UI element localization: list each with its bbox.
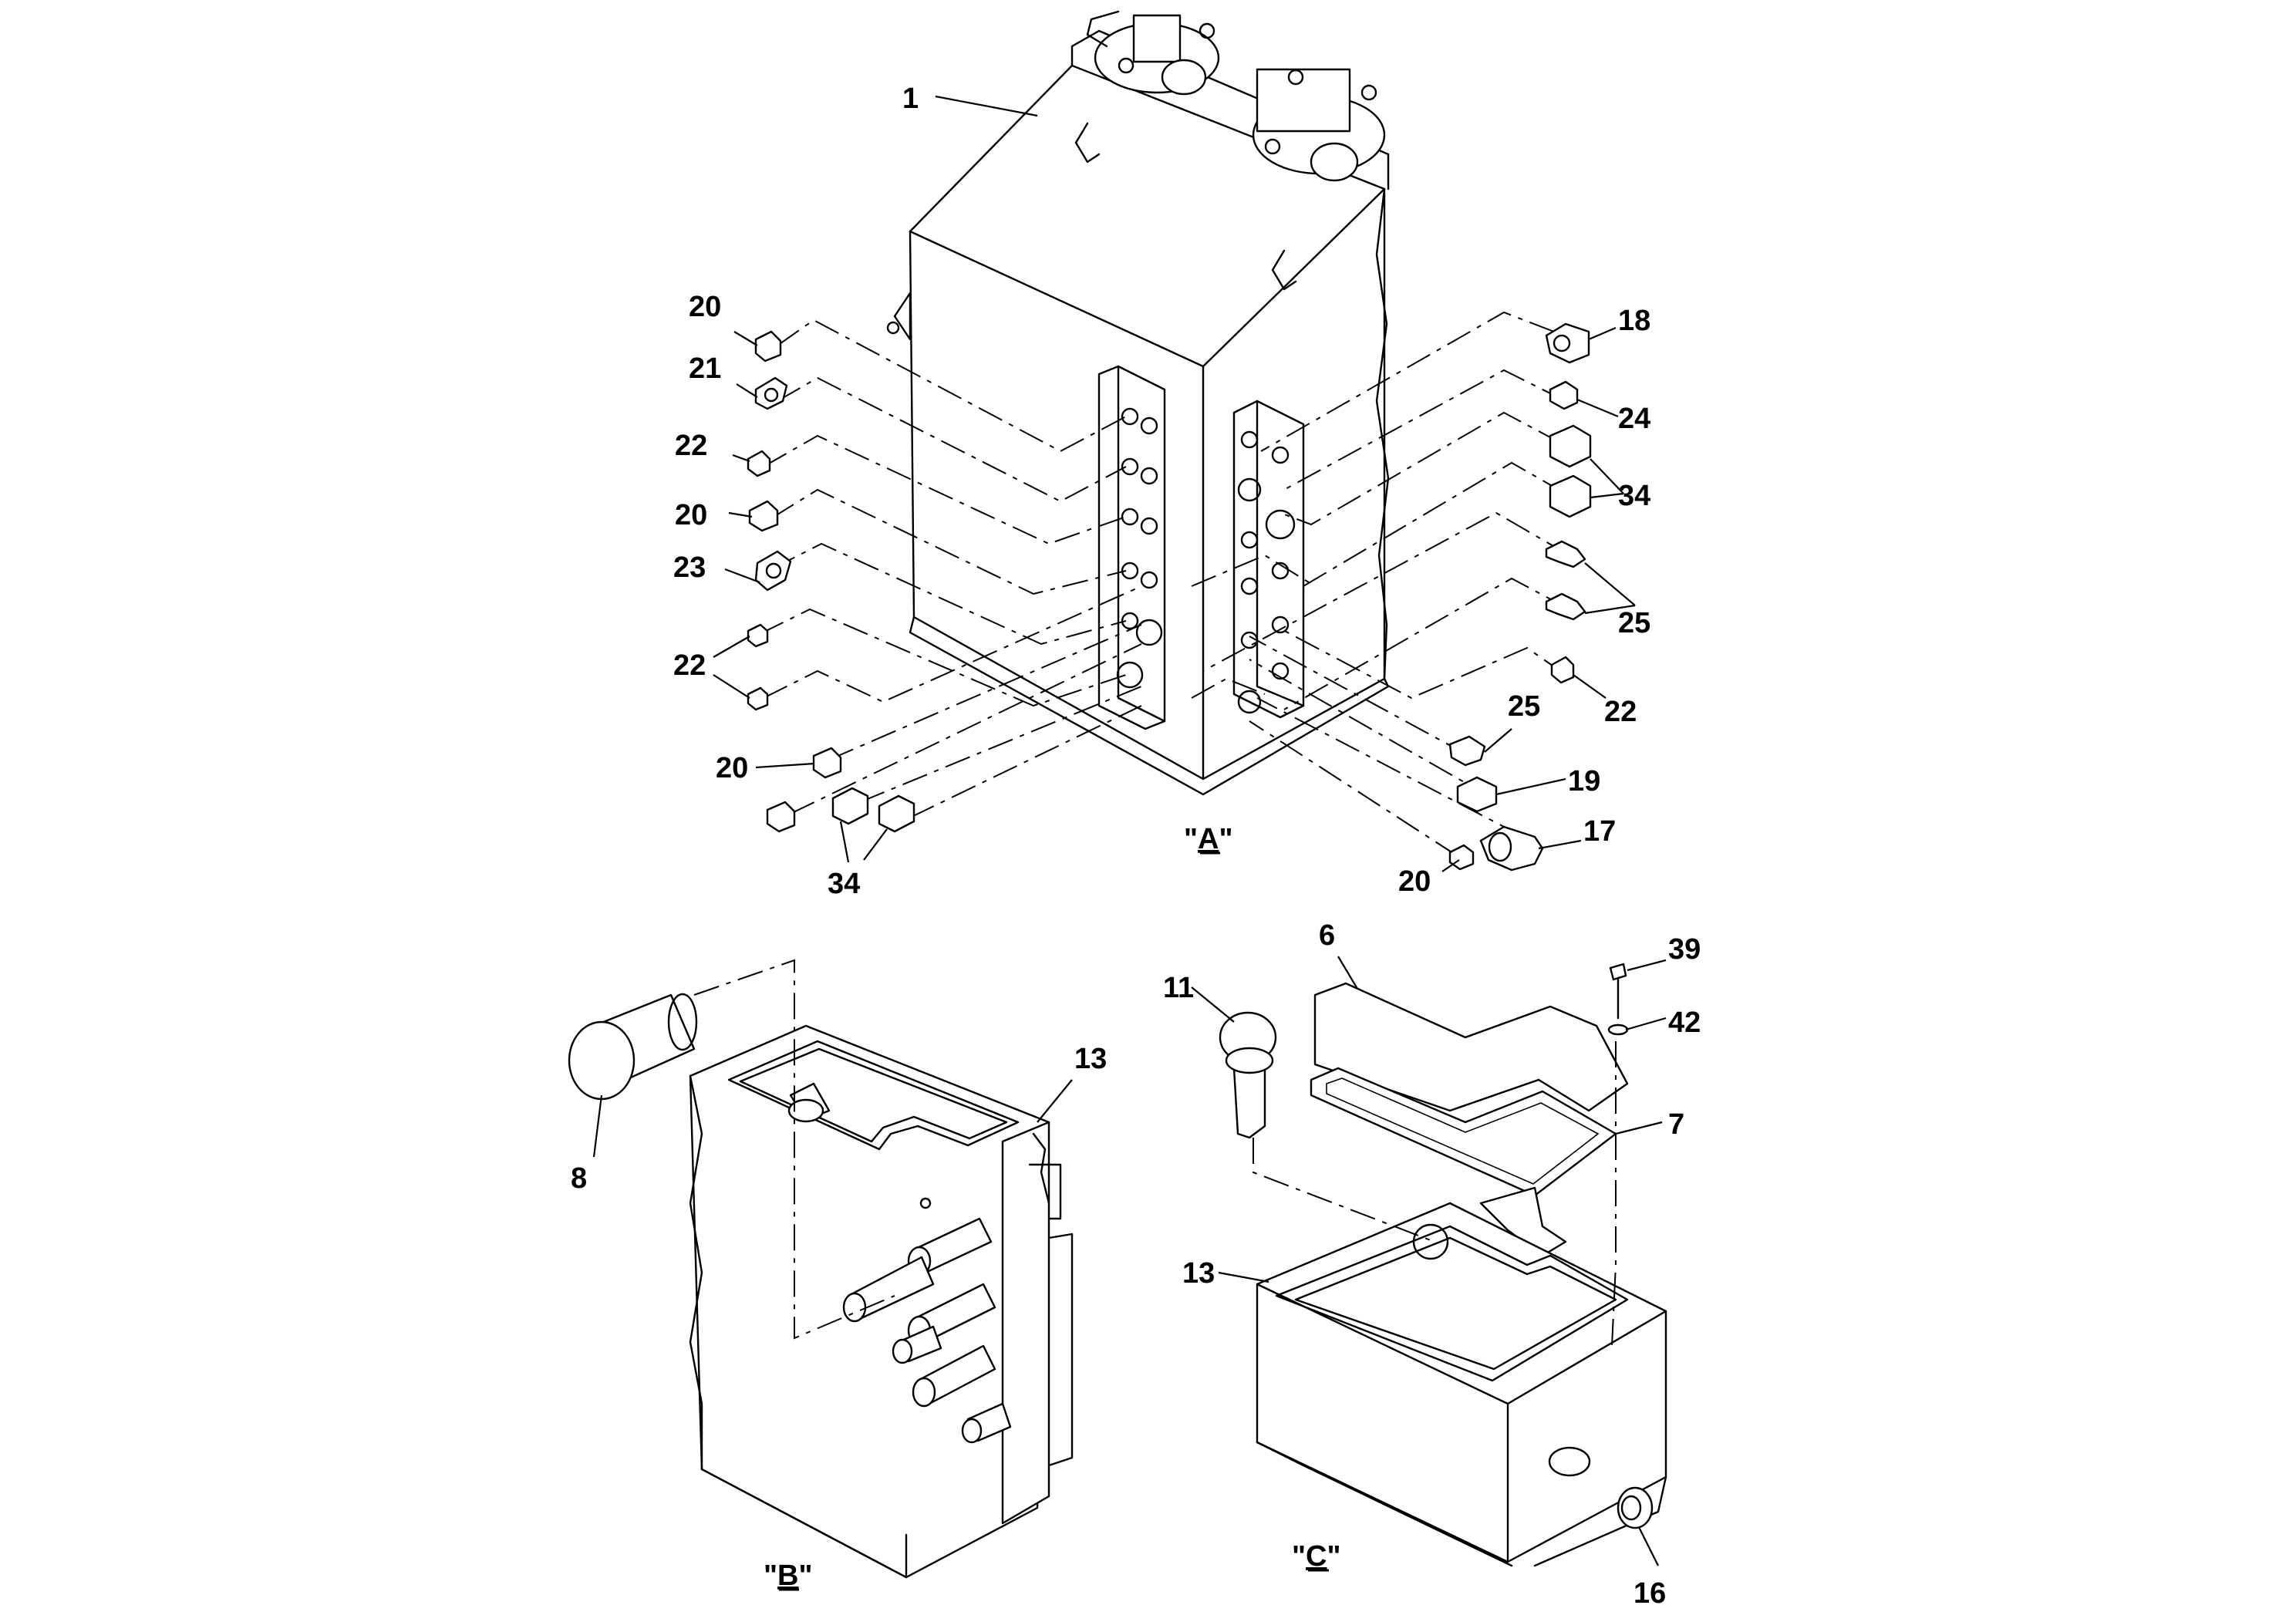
- fitting-plug-22-b: [747, 623, 769, 648]
- fitting-plug-34-left-a: [831, 787, 869, 825]
- fitting-adapter-19: [1456, 776, 1498, 813]
- fitting-plug-34-right-b: [1549, 474, 1592, 518]
- fitting-plug-34-left-b: [878, 794, 915, 833]
- view-label-b: "B": [764, 1560, 813, 1592]
- callout-22: 22: [675, 430, 707, 462]
- port-plate-left: [1097, 365, 1166, 730]
- view-a-tank-assembly: [713, 10, 1636, 872]
- view-label-c: "C": [1292, 1540, 1341, 1573]
- plug-16: [1617, 1486, 1654, 1529]
- fitting-elbow-18: [1545, 322, 1590, 364]
- fitting-elbow-25-a: [1545, 540, 1586, 568]
- callout-13: 13: [1074, 1043, 1107, 1075]
- breather-11: [1219, 1011, 1277, 1139]
- callout-18: 18: [1618, 305, 1650, 337]
- callout-42: 42: [1668, 1007, 1701, 1039]
- callout-19: 19: [1568, 765, 1600, 798]
- filter-head-right: [1252, 68, 1386, 182]
- assembly-lines-left: [759, 319, 1142, 818]
- fitting-plug-20-low-a: [812, 747, 842, 779]
- port-plate-right: [1232, 400, 1305, 719]
- fitting-plug-22-right: [1550, 656, 1575, 684]
- gasket-7: [1310, 1067, 1617, 1197]
- callout-20: 20: [675, 499, 707, 531]
- view-labels: "A" "B" "C": [764, 823, 1341, 1592]
- fitting-plug-22-a: [747, 450, 771, 477]
- callout-1: 1: [902, 83, 919, 115]
- fitting-elbow-17: [1479, 825, 1544, 872]
- callout-6: 6: [1319, 919, 1335, 952]
- view-label-a: "A": [1184, 823, 1233, 855]
- callout-23: 23: [673, 551, 706, 584]
- callout-17: 17: [1583, 815, 1616, 848]
- suction-tubes: [842, 1217, 1012, 1444]
- view-b-tank-interior: [568, 959, 1074, 1579]
- view-c-tank-cover: [1191, 956, 1667, 1567]
- fitting-elbow-21: [754, 376, 788, 410]
- callout-34: 34: [1618, 480, 1650, 512]
- callout-22: 22: [1604, 696, 1637, 728]
- leader-lines-view-c: [1191, 956, 1667, 1566]
- assembly-lines-right: [1191, 311, 1570, 857]
- callout-8: 8: [571, 1162, 587, 1195]
- fitting-plug-20-bottom-right: [1448, 844, 1475, 871]
- callout-7: 7: [1668, 1108, 1684, 1141]
- fitting-plug-20-mid-left: [748, 500, 779, 532]
- callout-20: 20: [716, 752, 748, 784]
- callout-labels: 1 20 21 22 20 23 22 20 34 18 24 34 25 22…: [571, 83, 1701, 1610]
- callout-11: 11: [1163, 972, 1194, 1004]
- callout-20: 20: [1398, 865, 1431, 898]
- callout-24: 24: [1618, 403, 1650, 435]
- fitting-plug-34-right-a: [1549, 424, 1592, 468]
- leader-lines-view-a: [713, 95, 1636, 872]
- fitting-elbow-23: [754, 550, 792, 592]
- callout-20: 20: [689, 291, 721, 323]
- fitting-elbow-25-b: [1545, 592, 1586, 621]
- callout-39: 39: [1668, 933, 1701, 966]
- fitting-plug-22-c: [747, 686, 769, 711]
- fitting-plug-20-low-b: [766, 801, 796, 833]
- bolt-39: [1609, 963, 1627, 1020]
- callout-21: 21: [689, 352, 721, 385]
- filter-head-left: [1086, 10, 1220, 96]
- callout-25: 25: [1618, 607, 1650, 639]
- callout-16: 16: [1633, 1577, 1666, 1610]
- callout-25: 25: [1508, 690, 1540, 723]
- cover-plate-6: [1313, 982, 1629, 1112]
- washer-42: [1607, 1023, 1629, 1036]
- fitting-elbow-25-c: [1448, 735, 1486, 767]
- fitting-plug-20-top-left: [754, 330, 782, 363]
- leader-lines-view-b: [592, 1079, 1073, 1158]
- filter-element-8: [568, 993, 698, 1101]
- callout-22: 22: [673, 649, 706, 682]
- callout-13: 13: [1182, 1257, 1215, 1290]
- callout-34: 34: [828, 868, 860, 900]
- fitting-adapter-24: [1549, 380, 1579, 410]
